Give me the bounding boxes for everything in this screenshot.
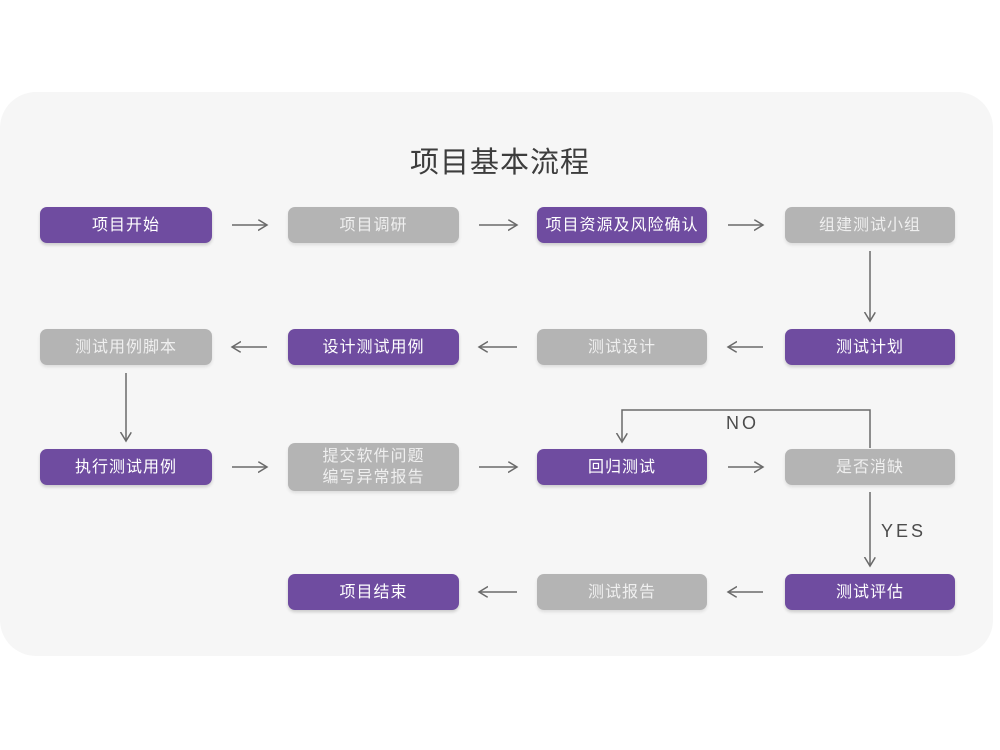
edge-label-yes: YES	[881, 521, 927, 541]
flow-node-report: 测试报告	[537, 574, 707, 610]
flow-node-case-design: 设计测试用例	[288, 329, 459, 365]
page-title: 项目基本流程	[409, 147, 590, 179]
flow-node-design: 测试设计	[537, 329, 707, 365]
flow-node-team: 组建测试小组	[785, 207, 955, 243]
flow-node-evaluate: 测试评估	[785, 574, 955, 610]
flow-node-plan: 测试计划	[785, 329, 955, 365]
flow-node-submit: 提交软件问题 编写异常报告	[288, 443, 459, 491]
flow-node-execute: 执行测试用例	[40, 449, 212, 485]
edge-label-no: NO	[726, 413, 759, 433]
flow-edge-defect-regression	[622, 409, 871, 448]
flowchart-card	[0, 92, 993, 656]
flow-node-risk: 项目资源及风险确认	[537, 207, 707, 243]
flow-node-start: 项目开始	[40, 207, 212, 243]
flow-node-end: 项目结束	[288, 574, 459, 610]
flow-node-script: 测试用例脚本	[40, 329, 212, 365]
flow-node-regression: 回归测试	[537, 449, 707, 485]
flow-node-defect: 是否消缺	[785, 449, 955, 485]
flow-node-research: 项目调研	[288, 207, 459, 243]
